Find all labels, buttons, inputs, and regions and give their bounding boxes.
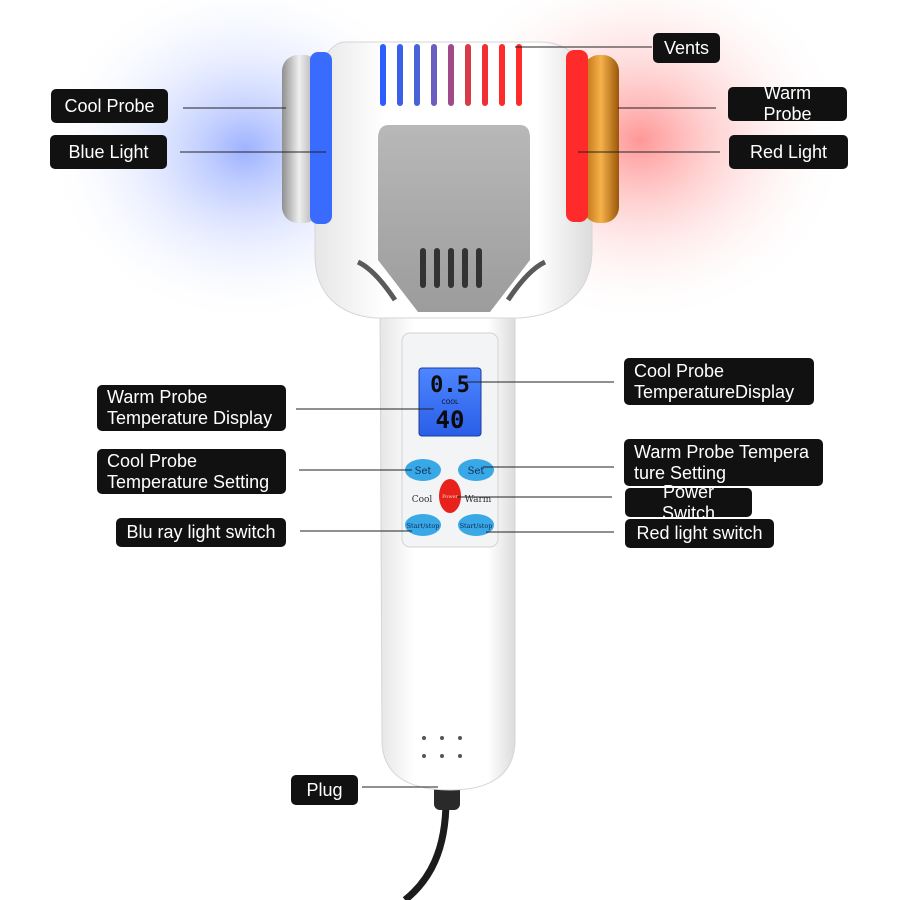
red-light-switch-label: Red light switch bbox=[625, 519, 774, 548]
right-side-slit bbox=[505, 259, 547, 302]
lcd-top-value: 0.5 bbox=[430, 373, 470, 398]
svg-text:Start/stop: Start/stop bbox=[460, 522, 493, 530]
vents-label: Vents bbox=[653, 33, 720, 63]
svg-text:Power: Power bbox=[442, 494, 458, 500]
cool-set-button[interactable]: Set bbox=[405, 459, 441, 481]
blu-ray-light-switch-label: Blu ray light switch bbox=[116, 518, 286, 547]
warm-set-button[interactable]: Set bbox=[458, 459, 494, 481]
power-switch-label: Power Switch bbox=[625, 482, 752, 523]
svg-text:Start/stop: Start/stop bbox=[407, 522, 440, 530]
front-panel bbox=[378, 125, 530, 312]
lcd-bottom-value: 40 bbox=[436, 406, 465, 434]
warm-probe-label: Warm Probe bbox=[728, 83, 847, 124]
warm-probe-temperature-display-label: Warm Probe Temperature Display bbox=[97, 385, 286, 431]
plug-label: Plug bbox=[291, 775, 358, 805]
blue-light-start-stop-button[interactable]: Start/stop bbox=[405, 514, 441, 536]
red-light-label: Red Light bbox=[729, 135, 848, 169]
vents bbox=[380, 44, 522, 106]
lcd-mode: COOL bbox=[442, 399, 460, 406]
blue-light-label: Blue Light bbox=[50, 135, 167, 169]
red-light-ring bbox=[566, 50, 588, 222]
blue-light-ring bbox=[310, 52, 332, 224]
svg-text:Set: Set bbox=[468, 466, 485, 477]
lcd-screen bbox=[418, 367, 482, 437]
power-cord bbox=[402, 799, 450, 900]
front-vents bbox=[420, 248, 482, 288]
power-button[interactable]: Power bbox=[439, 479, 461, 513]
cool-probe-temperature-setting-label: Cool Probe Temperature Setting bbox=[97, 449, 286, 494]
cool-probe-label: Cool Probe bbox=[51, 89, 168, 123]
left-side-slit bbox=[356, 259, 398, 302]
svg-text:Set: Set bbox=[415, 466, 432, 477]
warm-probe bbox=[583, 55, 619, 223]
warm-probe-temperature-setting-label: Warm Probe Tempera ture Setting bbox=[624, 439, 823, 486]
leader-lines bbox=[180, 46, 720, 788]
red-light-start-stop-button[interactable]: Start/stop bbox=[458, 514, 494, 536]
cool-label: Cool bbox=[412, 495, 433, 505]
speaker-grille bbox=[422, 736, 462, 758]
cool-probe-temperature-display-label: Cool Probe TemperatureDisplay bbox=[624, 358, 814, 405]
warm-label: Warm bbox=[465, 495, 492, 505]
